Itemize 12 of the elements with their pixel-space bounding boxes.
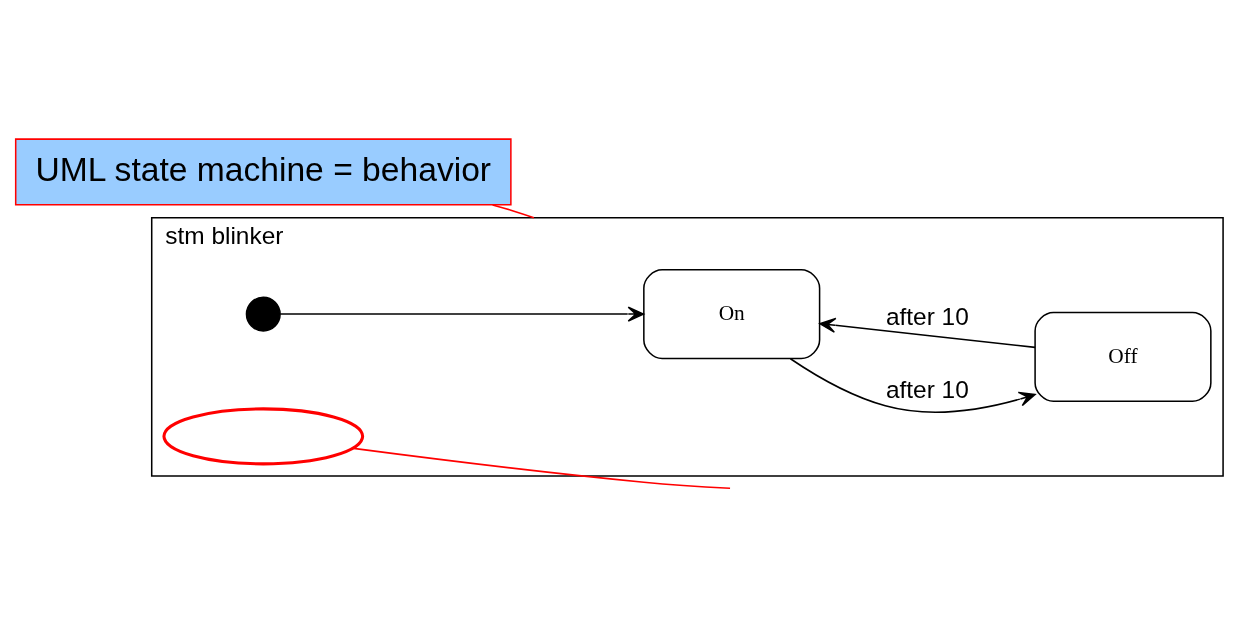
node-circle — [245, 296, 281, 332]
arrow — [819, 317, 1036, 348]
node-box: On — [643, 268, 821, 359]
node-box: UML state machine = behavior — [14, 137, 512, 206]
edge-label: after 10 — [885, 302, 969, 329]
connector — [491, 203, 535, 219]
arrow — [279, 305, 645, 322]
edge-label: after 10 — [885, 375, 969, 403]
node-box: Off — [1034, 311, 1212, 402]
node-ellipse — [162, 406, 365, 465]
arrow — [789, 357, 1036, 413]
connector — [352, 447, 731, 489]
